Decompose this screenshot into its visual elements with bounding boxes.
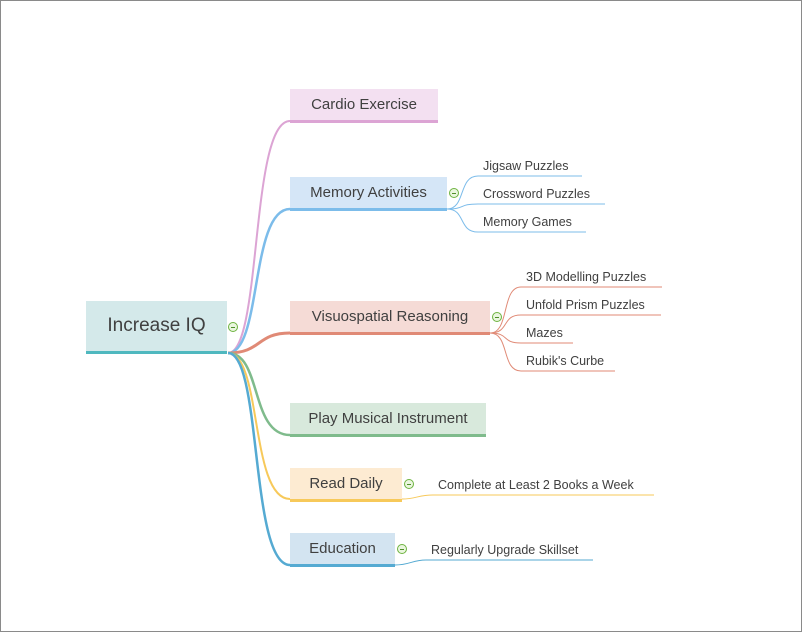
- topic-label: Play Musical Instrument: [308, 410, 468, 427]
- topic-memory-activities[interactable]: Memory Activities: [290, 177, 447, 211]
- root-topic-label: Increase IQ: [107, 315, 206, 336]
- link-cardio: [227, 120, 291, 354]
- link-books: [401, 494, 654, 500]
- link-unfold: [489, 314, 661, 334]
- subtopic-jigsaw-puzzles[interactable]: Jigsaw Puzzles: [483, 159, 569, 173]
- link-rubik: [489, 332, 615, 372]
- link-memory: [227, 207, 291, 355]
- link-jigsaw: [446, 175, 582, 210]
- topic-label: Education: [309, 540, 376, 557]
- collapse-toggle-icon[interactable]: [492, 312, 502, 322]
- topic-label: Visuospatial Reasoning: [311, 308, 469, 325]
- link-crossword: [446, 203, 605, 210]
- collapse-toggle-icon[interactable]: [397, 544, 407, 554]
- link-edu: [227, 351, 291, 567]
- link-3d: [489, 286, 662, 334]
- topic-label: Read Daily: [309, 475, 383, 492]
- subtopic-upgrade-skillset[interactable]: Regularly Upgrade Skillset: [431, 543, 579, 557]
- collapse-toggle-icon[interactable]: [449, 188, 459, 198]
- topic-education[interactable]: Education: [290, 533, 395, 567]
- subtopic-3d-modelling-puzzles[interactable]: 3D Modelling Puzzles: [526, 270, 647, 284]
- link-music: [227, 351, 291, 437]
- subtopic-complete-books[interactable]: Complete at Least 2 Books a Week: [438, 478, 634, 492]
- subtopic-rubiks-cube[interactable]: Rubik's Curbe: [526, 354, 605, 368]
- topic-label: Memory Activities: [310, 184, 427, 201]
- link-read: [227, 352, 291, 500]
- link-visuo: [227, 331, 291, 355]
- root-topic[interactable]: Increase IQ: [86, 301, 227, 354]
- collapse-toggle-icon[interactable]: [228, 322, 238, 332]
- subtopic-memory-games[interactable]: Memory Games: [483, 215, 572, 229]
- collapse-toggle-icon[interactable]: [404, 479, 414, 489]
- link-memorygames: [446, 208, 586, 233]
- topic-label: Cardio Exercise: [311, 96, 417, 113]
- subtopic-crossword-puzzles[interactable]: Crossword Puzzles: [483, 187, 590, 201]
- link-skillset: [394, 559, 593, 566]
- topic-read-daily[interactable]: Read Daily: [290, 468, 402, 502]
- topic-cardio-exercise[interactable]: Cardio Exercise: [290, 89, 438, 123]
- topic-play-musical-instrument[interactable]: Play Musical Instrument: [290, 403, 486, 437]
- topic-visuospatial-reasoning[interactable]: Visuospatial Reasoning: [290, 301, 490, 335]
- subtopic-unfold-prism-puzzles[interactable]: Unfold Prism Puzzles: [526, 298, 645, 312]
- subtopic-mazes[interactable]: Mazes: [526, 326, 563, 340]
- link-mazes: [489, 332, 573, 344]
